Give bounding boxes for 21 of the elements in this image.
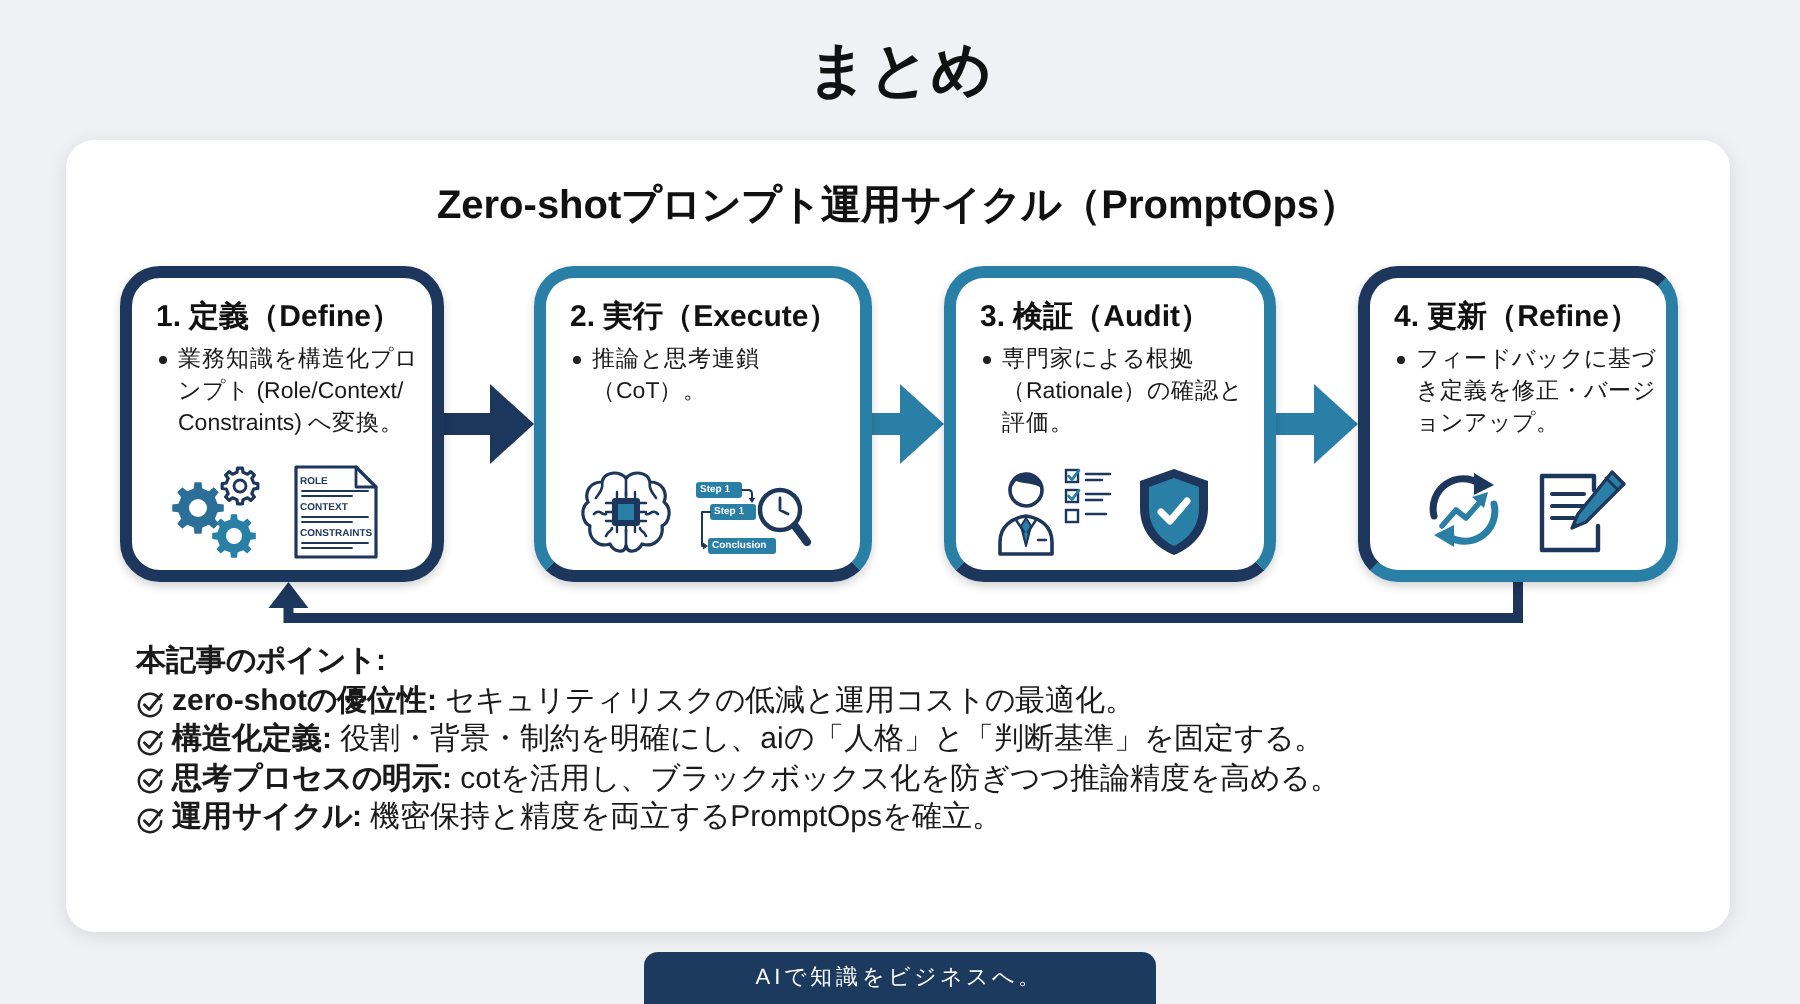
feedback-loop-arrow (268, 582, 1523, 623)
step-title: 3. 検証（Audit） (980, 300, 1210, 336)
points-heading: 本記事のポイント: (136, 644, 386, 680)
key-point-text: 運用サイクル: 機密保持と精度を両立するPromptOpsを確立。 (172, 800, 1003, 836)
step-card (944, 266, 1276, 582)
panel-heading: Zero-shotプロンプト運用サイクル（PromptOps） (436, 182, 1360, 230)
flow-arrow (444, 384, 534, 464)
step-title: 4. 更新（Refine） (1394, 300, 1640, 336)
step-title: 1. 定義（Define） (156, 300, 402, 336)
slogan-text: AIで知識をビジネスへ。 (755, 964, 1045, 992)
step-card (1358, 266, 1678, 582)
flow-arrow (872, 384, 944, 464)
page-title: まとめ (807, 36, 993, 108)
step-title: 2. 実行（Execute） (570, 300, 839, 336)
key-point-text: 思考プロセスの明示: cotを活用し、ブラックボックス化を防ぎつつ推論精度を高める。 (172, 761, 1341, 797)
key-point-text: 構造化定義: 役割・背景・制約を明確にし、aiの「人格」と「判断基準」を固定する。 (172, 722, 1324, 758)
content-panel (66, 140, 1730, 932)
flow-arrow (1276, 384, 1358, 464)
step-card (534, 266, 872, 582)
step-card (120, 266, 444, 582)
key-point-text: zero-shotの優位性: セキュリティリスクの低減と運用コストの最適化。 (172, 684, 1136, 720)
